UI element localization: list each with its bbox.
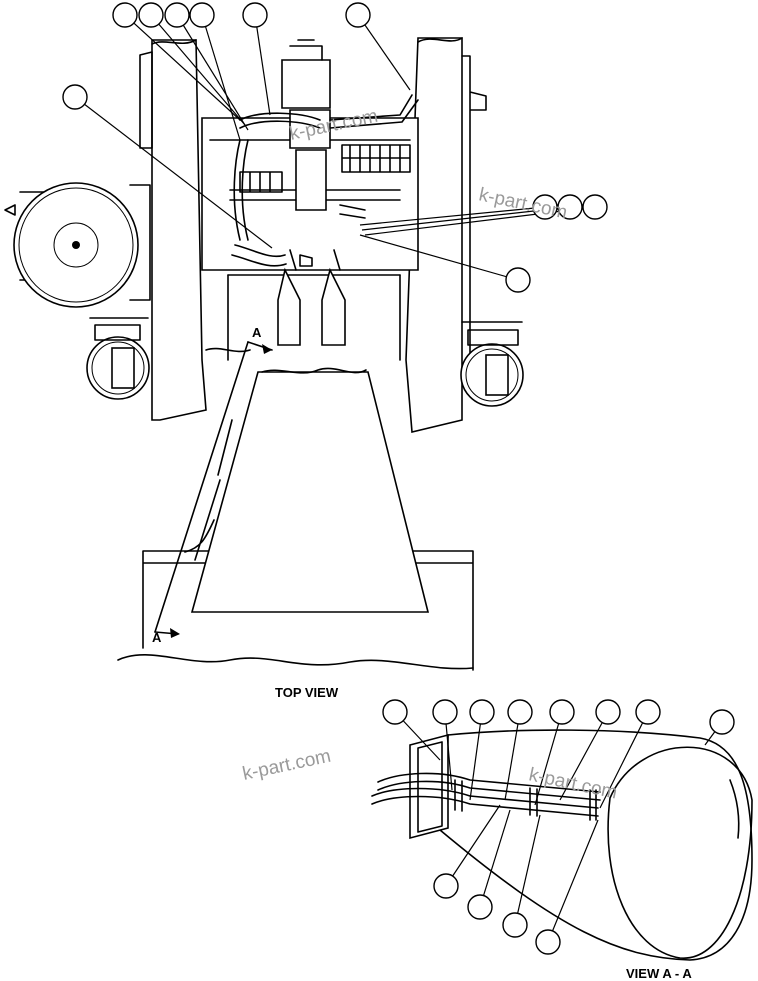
callout-balloon <box>635 699 661 725</box>
callout-balloon <box>502 912 528 938</box>
callout-balloon <box>709 709 735 735</box>
callout-balloon <box>467 894 493 920</box>
callout-balloon <box>507 699 533 725</box>
callout-balloon <box>138 2 164 28</box>
right-wheel <box>460 321 524 407</box>
callout-balloon <box>532 194 558 220</box>
callout-balloon <box>112 2 138 28</box>
view-aa-leaders <box>394 711 723 943</box>
callout-balloon <box>595 699 621 725</box>
view-aa-callouts <box>382 699 735 955</box>
callout-balloon <box>432 699 458 725</box>
section-marker-top: A <box>252 325 262 340</box>
callout-balloon <box>189 2 215 28</box>
callout-balloon <box>62 84 88 110</box>
callout-balloon <box>469 699 495 725</box>
section-marker-bottom: A <box>152 630 162 645</box>
callout-balloon <box>164 2 190 28</box>
callout-balloon <box>345 2 371 28</box>
top-view-callouts <box>62 2 608 293</box>
callout-balloon <box>433 873 459 899</box>
view-aa-drawing <box>371 729 753 961</box>
callout-balloon <box>505 267 531 293</box>
view-aa-label: VIEW A - A <box>626 966 692 981</box>
watermark-text: k-part.com <box>477 184 569 223</box>
callout-balloon <box>535 929 561 955</box>
left-wheel <box>86 317 150 400</box>
callout-balloon <box>242 2 268 28</box>
top-view-leaders <box>74 14 596 281</box>
top-view-drawing <box>4 37 524 671</box>
watermark-text: k-part.com <box>241 746 333 785</box>
callout-balloon <box>382 699 408 725</box>
callout-balloon <box>557 194 583 220</box>
top-view-label: TOP VIEW <box>275 685 339 700</box>
left-reel-drum <box>4 182 151 308</box>
callout-balloon <box>549 699 575 725</box>
callout-balloon <box>582 194 608 220</box>
